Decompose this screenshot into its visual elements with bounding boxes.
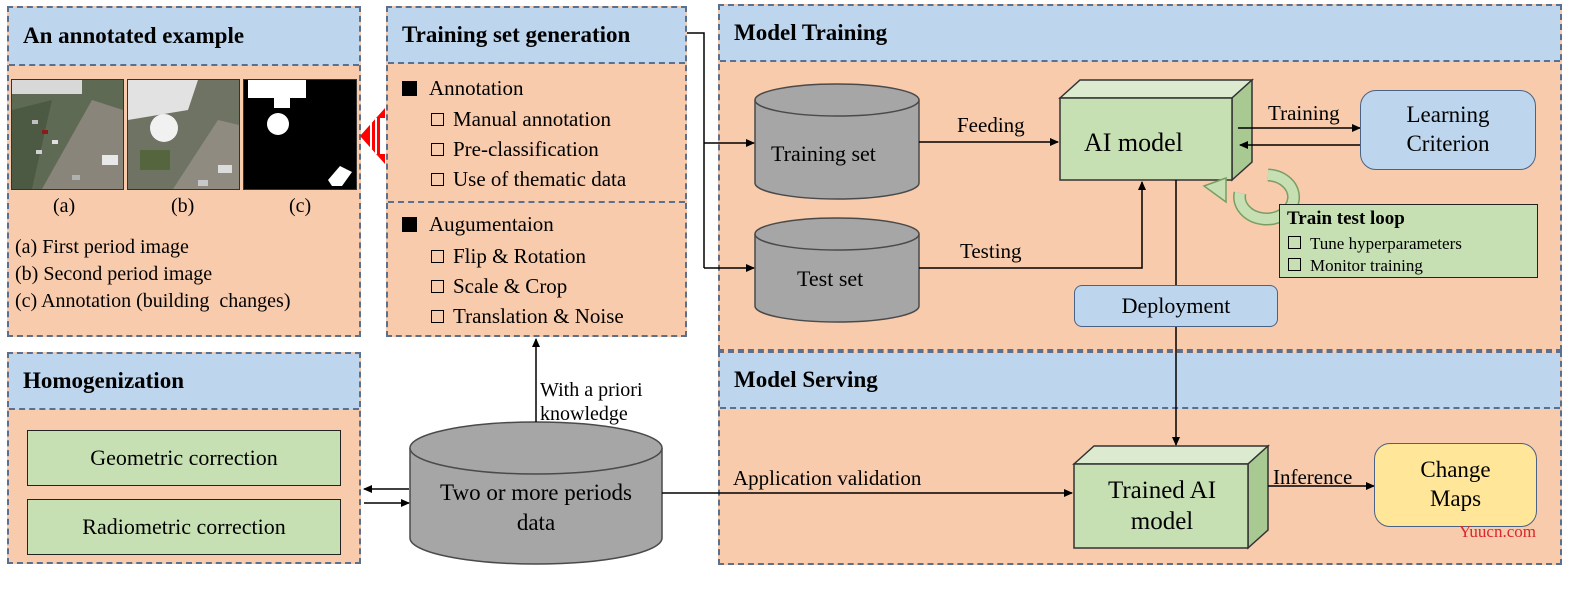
legend-annotation: (c) Annotation (building changes) (15, 290, 291, 312)
inference-label: Inference (1273, 465, 1353, 489)
watermark: Yuucn.com (1459, 522, 1536, 541)
augmentation-item-translation: Translation & Noise (431, 306, 624, 327)
monitor-training-text: Monitor training (1310, 256, 1423, 275)
annotation-heading-text: Annotation (429, 76, 524, 100)
section-divider (388, 201, 685, 203)
first-period-aerial-photo (12, 80, 123, 189)
empty-square-icon (431, 310, 444, 323)
connector-trainingset-trunk (687, 32, 705, 268)
periods-data-label: Two or more periods data (440, 480, 632, 535)
testing-label: Testing (960, 239, 1022, 263)
empty-square-icon (431, 113, 444, 126)
tune-hyperparameters-text: Tune hyperparameters (1310, 234, 1462, 253)
augmentation-item-flip: Flip & Rotation (431, 246, 586, 267)
loop-item-tune: Tune hyperparameters (1288, 235, 1462, 252)
feeding-label: Feeding (957, 113, 1025, 137)
empty-square-icon (1288, 258, 1301, 271)
geometric-correction-box: Geometric correction (27, 430, 341, 486)
second-period-aerial-photo (128, 80, 239, 189)
trained-ai-model-box (1072, 444, 1270, 550)
annotated-example-title: An annotated example (9, 8, 359, 66)
homogenization-title: Homogenization (9, 354, 359, 410)
annotation-heading: Annotation (402, 78, 524, 99)
image-label-a: (a) (53, 195, 76, 217)
filled-square-icon (402, 81, 417, 96)
augmentation-heading: Augumentaion (402, 214, 554, 235)
training-set-cylinder (754, 83, 920, 200)
filled-square-icon (402, 217, 417, 232)
manual-annotation-text: Manual annotation (453, 107, 612, 131)
image-label-b: (b) (171, 195, 195, 217)
empty-square-icon (431, 280, 444, 293)
annotation-mask-image (243, 79, 357, 190)
training-set-label: Training set (771, 141, 876, 166)
annotation-item-thematic: Use of thematic data (431, 169, 626, 190)
ai-model-box (1058, 78, 1254, 182)
building-change-mask (244, 80, 356, 189)
model-serving-title: Model Serving (720, 353, 1560, 409)
empty-square-icon (431, 143, 444, 156)
scale-crop-text: Scale & Crop (453, 274, 568, 298)
arrow-testing (919, 181, 1146, 269)
augmentation-heading-text: Augumentaion (429, 212, 554, 236)
learning-criterion-box: Learning Criterion (1360, 90, 1536, 170)
application-validation-label: Application validation (733, 466, 922, 490)
red-arrow-icon (360, 108, 385, 164)
trained-ai-model-label: Trained AI model (1107, 476, 1217, 535)
empty-square-icon (431, 250, 444, 263)
loop-item-monitor: Monitor training (1288, 257, 1423, 274)
annotation-item-preclass: Pre-classification (431, 139, 599, 160)
image-label-c: (c) (289, 195, 312, 217)
radiometric-correction-box: Radiometric correction (27, 499, 341, 555)
thematic-data-text: Use of thematic data (453, 167, 627, 191)
translation-noise-text: Translation & Noise (453, 304, 624, 328)
training-set-generation-panel: Training set generation (386, 6, 687, 337)
change-maps-box: Change Maps (1374, 443, 1537, 527)
test-set-label: Test set (797, 266, 864, 291)
empty-square-icon (431, 173, 444, 186)
legend-first-period: (a) First period image (15, 236, 189, 258)
deployment-box: Deployment (1074, 285, 1278, 327)
train-test-loop-box: Train test loop Tune hyperparameters Mon… (1279, 204, 1538, 278)
test-set-cylinder (754, 217, 920, 323)
empty-square-icon (1288, 236, 1301, 249)
training-set-generation-title: Training set generation (388, 8, 685, 64)
prior-knowledge-label: With a priori knowledge (540, 379, 643, 425)
second-period-image (127, 79, 240, 190)
model-training-title: Model Training (720, 6, 1560, 62)
flip-rotation-text: Flip & Rotation (453, 244, 587, 268)
annotation-item-manual: Manual annotation (431, 109, 611, 130)
pre-classification-text: Pre-classification (453, 137, 599, 161)
legend-second-period: (b) Second period image (15, 263, 213, 285)
first-period-image (11, 79, 124, 190)
ai-model-label: AI model (1084, 128, 1183, 157)
train-test-loop-title: Train test loop (1287, 208, 1405, 229)
augmentation-item-scale: Scale & Crop (431, 276, 567, 297)
periods-data-cylinder (409, 421, 663, 565)
training-label: Training (1268, 101, 1340, 125)
